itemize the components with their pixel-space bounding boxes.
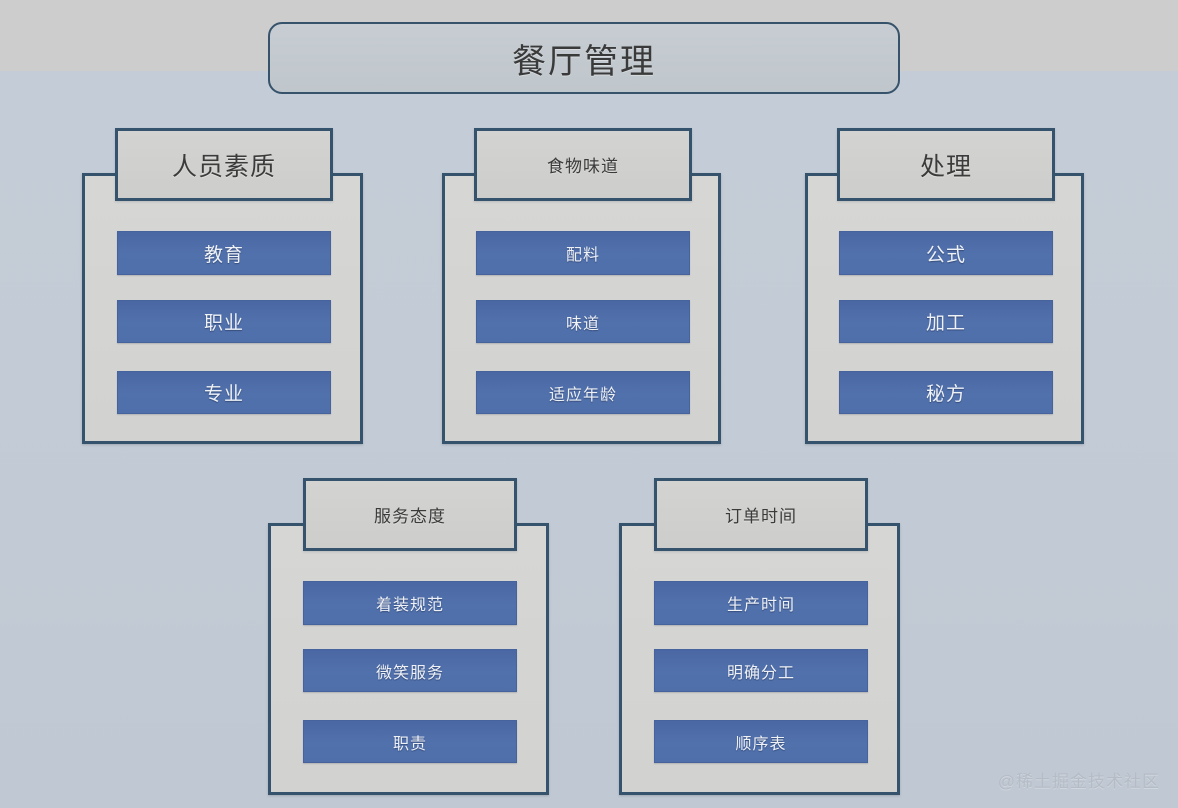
group-header-label: 处理 xyxy=(919,152,972,181)
item-label: 明确分工 xyxy=(726,664,795,682)
group-header-food-taste[interactable]: 食物味道 xyxy=(474,128,692,201)
page-title: 餐厅管理 xyxy=(512,42,656,81)
item-bar[interactable]: 配料 xyxy=(476,231,690,275)
item-label: 生产时间 xyxy=(726,597,795,614)
item-bar[interactable]: 职责 xyxy=(303,720,517,763)
item-label: 配料 xyxy=(565,247,600,264)
item-label: 教育 xyxy=(203,244,244,266)
group-header-label: 食物味道 xyxy=(547,157,619,176)
item-label: 专业 xyxy=(203,384,244,405)
watermark: @稀土掘金技术社区 xyxy=(997,772,1160,791)
group-header-processing[interactable]: 处理 xyxy=(837,128,1055,201)
item-bar[interactable]: 职业 xyxy=(117,300,331,343)
group-header-order-time[interactable]: 订单时间 xyxy=(654,478,868,551)
group-header-label: 人员素质 xyxy=(171,152,276,181)
item-label: 职业 xyxy=(203,313,244,334)
item-bar[interactable]: 适应年龄 xyxy=(476,371,690,414)
item-label: 公式 xyxy=(925,244,966,266)
item-label: 适应年龄 xyxy=(548,386,617,404)
item-bar[interactable]: 加工 xyxy=(839,300,1053,343)
item-bar[interactable]: 教育 xyxy=(117,231,331,275)
group-header-service-attitude[interactable]: 服务态度 xyxy=(303,478,517,551)
item-bar[interactable]: 顺序表 xyxy=(654,720,868,763)
group-header-personnel-quality[interactable]: 人员素质 xyxy=(115,128,333,201)
item-label: 微笑服务 xyxy=(375,664,444,682)
item-bar[interactable]: 公式 xyxy=(839,231,1053,275)
item-bar[interactable]: 专业 xyxy=(117,371,331,414)
item-bar[interactable]: 明确分工 xyxy=(654,649,868,692)
item-label: 加工 xyxy=(925,313,966,334)
item-bar[interactable]: 微笑服务 xyxy=(303,649,517,692)
item-bar[interactable]: 生产时间 xyxy=(654,581,868,625)
item-label: 顺序表 xyxy=(735,735,787,753)
group-header-label: 订单时间 xyxy=(725,507,797,526)
item-label: 味道 xyxy=(565,315,600,333)
item-bar[interactable]: 秘方 xyxy=(839,371,1053,414)
item-bar[interactable]: 着装规范 xyxy=(303,581,517,625)
diagram-title-box: 餐厅管理 xyxy=(268,22,900,94)
item-label: 职责 xyxy=(392,735,427,753)
item-label: 秘方 xyxy=(925,384,966,405)
item-label: 着装规范 xyxy=(375,597,444,614)
item-bar[interactable]: 味道 xyxy=(476,300,690,343)
group-header-label: 服务态度 xyxy=(374,507,446,526)
